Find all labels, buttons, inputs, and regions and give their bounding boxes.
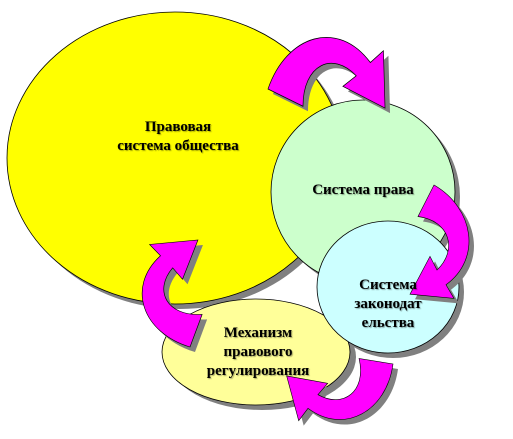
legislation-circle (316, 220, 460, 354)
legislation-label: Система законодат ельства (354, 277, 422, 331)
mechanism-ellipse (161, 298, 351, 406)
legal-system-label: Правовая система общества (117, 119, 239, 154)
system-of-law-label: Система права (312, 182, 414, 198)
mechanism-label: Механизм правового регулирования (206, 325, 310, 379)
